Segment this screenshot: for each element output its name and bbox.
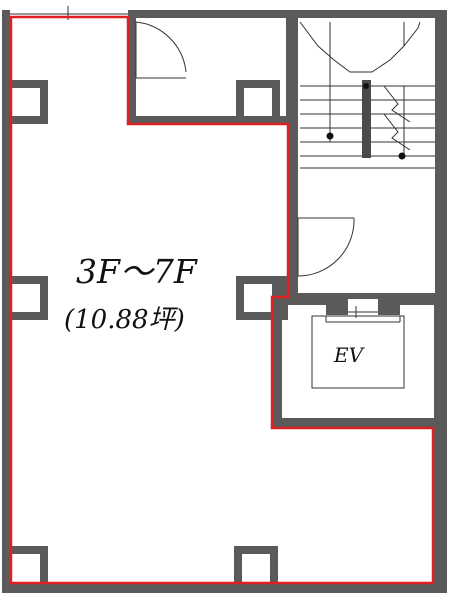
- stairs: [299, 21, 435, 169]
- columns: [12, 80, 288, 582]
- area-label: (10.88坪): [64, 305, 185, 335]
- floor-label: 3F～7F: [76, 252, 198, 291]
- door-stair-hall: [297, 217, 355, 277]
- door-top-room: [135, 21, 187, 79]
- elevator-shaft: EV: [311, 297, 405, 389]
- elevator-label: EV: [333, 343, 366, 367]
- tenant-boundary: [9, 15, 435, 585]
